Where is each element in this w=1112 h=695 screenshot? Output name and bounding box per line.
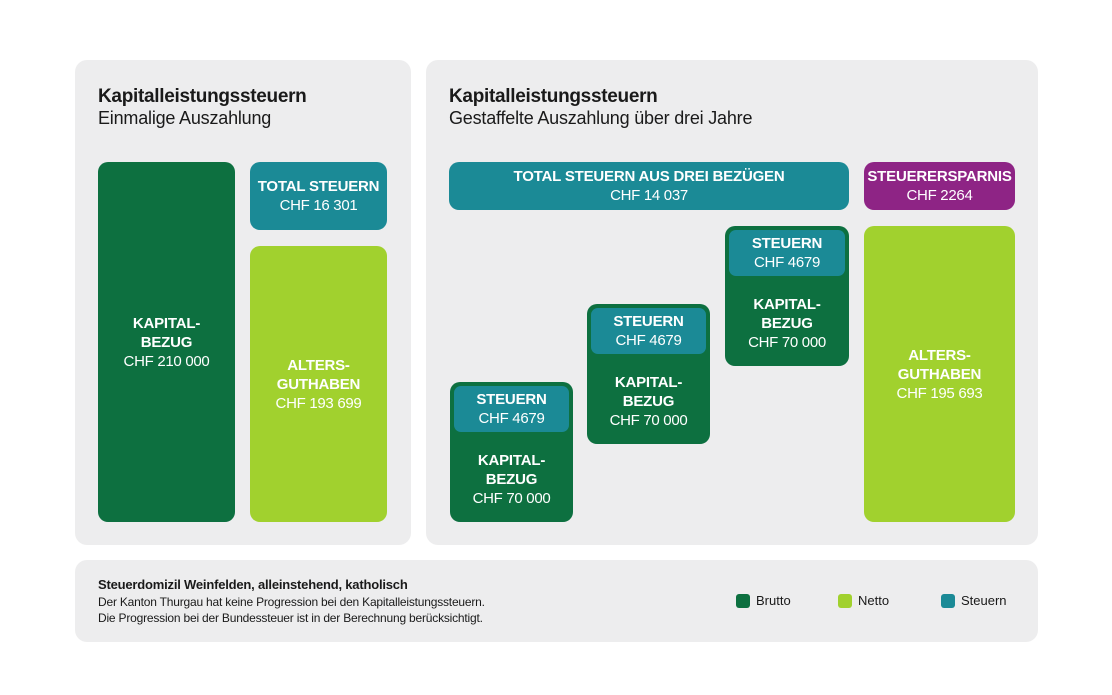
right-panel-title: Kapitalleistungssteuern bbox=[449, 86, 658, 107]
stage-2-tax-label: STEUERN bbox=[613, 313, 684, 330]
stage-3-label-1: KAPITAL- bbox=[753, 295, 821, 313]
stage-2-value: CHF 70 000 bbox=[609, 411, 688, 429]
stage-2-tax-box: STEUERN CHF 4679 bbox=[591, 308, 706, 354]
right-total-tax-label: TOTAL STEUERN AUS DREI BEZÜGEN bbox=[513, 168, 785, 185]
right-altersguthaben-label-1: ALTERS- bbox=[908, 346, 971, 364]
left-kapitalbezug-value: CHF 210 000 bbox=[123, 352, 210, 370]
right-altersguthaben-label-2: GUTHABEN bbox=[897, 365, 982, 383]
stage-3-label-2: BEZUG bbox=[761, 314, 813, 332]
legend-swatch-netto bbox=[838, 593, 852, 608]
legend-item-netto: Netto bbox=[838, 593, 889, 608]
legend-swatch-steuern bbox=[941, 593, 955, 608]
left-kapitalbezug-box: KAPITAL- BEZUG CHF 210 000 bbox=[98, 162, 235, 522]
stage-3-tax-label: STEUERN bbox=[751, 235, 823, 252]
stage-1-kapitalbezug: KAPITAL- BEZUG CHF 70 000 bbox=[450, 436, 573, 522]
stage-2-kapitalbezug: KAPITAL- BEZUG CHF 70 000 bbox=[587, 358, 710, 444]
right-altersguthaben-value: CHF 195 693 bbox=[896, 384, 983, 402]
tax-savings-value: CHF 2264 bbox=[906, 187, 973, 204]
legend-item-steuern: Steuern bbox=[941, 593, 1007, 608]
footer-title: Steuerdomizil Weinfelden, alleinstehend,… bbox=[98, 577, 408, 592]
left-total-tax-label: TOTAL STEUERN bbox=[257, 178, 380, 195]
stage-1-label-2: BEZUG bbox=[485, 470, 538, 488]
stage-2-label-2: BEZUG bbox=[622, 392, 675, 410]
tax-savings-label: STEUERERSPARNIS bbox=[867, 168, 1012, 185]
legend-label-steuern: Steuern bbox=[961, 593, 1007, 608]
legend-label-netto: Netto bbox=[858, 593, 890, 608]
left-kapitalbezug-label-1: KAPITAL- bbox=[132, 314, 201, 332]
left-altersguthaben-value: CHF 193 699 bbox=[275, 394, 362, 412]
stage-3-tax-box: STEUERN CHF 4679 bbox=[729, 230, 845, 276]
right-total-tax-value: CHF 14 037 bbox=[610, 187, 688, 204]
left-panel-subtitle: Einmalige Auszahlung bbox=[98, 108, 272, 128]
stage-1-box: STEUERN CHF 4679 KAPITAL- BEZUG CHF 70 0… bbox=[450, 382, 573, 522]
left-altersguthaben-label-1: ALTERS- bbox=[287, 356, 350, 374]
legend-label-brutto: Brutto bbox=[756, 593, 791, 608]
left-altersguthaben-label-2: GUTHABEN bbox=[276, 375, 361, 393]
stage-1-label-1: KAPITAL- bbox=[477, 451, 546, 469]
left-total-tax-box: TOTAL STEUERN CHF 16 301 bbox=[250, 162, 387, 230]
stage-1-tax-box: STEUERN CHF 4679 bbox=[454, 386, 569, 432]
right-altersguthaben-box: ALTERS- GUTHABEN CHF 195 693 bbox=[864, 226, 1015, 522]
stage-3-value: CHF 70 000 bbox=[748, 333, 826, 351]
stage-3-tax-value: CHF 4679 bbox=[754, 254, 820, 271]
footer-notes-panel bbox=[75, 560, 1038, 642]
footer-line-1: Der Kanton Thurgau hat keine Progression… bbox=[98, 595, 485, 609]
left-altersguthaben-box: ALTERS- GUTHABEN CHF 193 699 bbox=[250, 246, 387, 522]
stage-1-tax-label: STEUERN bbox=[476, 391, 547, 408]
left-total-tax-value: CHF 16 301 bbox=[279, 197, 358, 214]
stage-3-kapitalbezug: KAPITAL- BEZUG CHF 70 000 bbox=[725, 280, 849, 366]
right-total-tax-box: TOTAL STEUERN AUS DREI BEZÜGEN CHF 14 03… bbox=[449, 162, 849, 210]
stage-2-label-1: KAPITAL- bbox=[614, 373, 683, 391]
stage-2-tax-value: CHF 4679 bbox=[615, 332, 682, 349]
tax-savings-box: STEUERERSPARNIS CHF 2264 bbox=[864, 162, 1015, 210]
legend-swatch-brutto bbox=[736, 593, 750, 608]
stage-2-box: STEUERN CHF 4679 KAPITAL- BEZUG CHF 70 0… bbox=[587, 304, 710, 444]
legend-item-brutto: Brutto bbox=[736, 593, 791, 608]
footer-line-2: Die Progression bei der Bundessteuer ist… bbox=[98, 611, 483, 625]
left-kapitalbezug-label-2: BEZUG bbox=[140, 333, 193, 351]
stage-1-tax-value: CHF 4679 bbox=[478, 410, 545, 427]
right-panel-subtitle: Gestaffelte Auszahlung über drei Jahre bbox=[449, 108, 753, 128]
stage-1-value: CHF 70 000 bbox=[472, 489, 551, 507]
stage-3-box: STEUERN CHF 4679 KAPITAL- BEZUG CHF 70 0… bbox=[725, 226, 849, 366]
left-panel-title: Kapitalleistungssteuern bbox=[98, 86, 307, 107]
